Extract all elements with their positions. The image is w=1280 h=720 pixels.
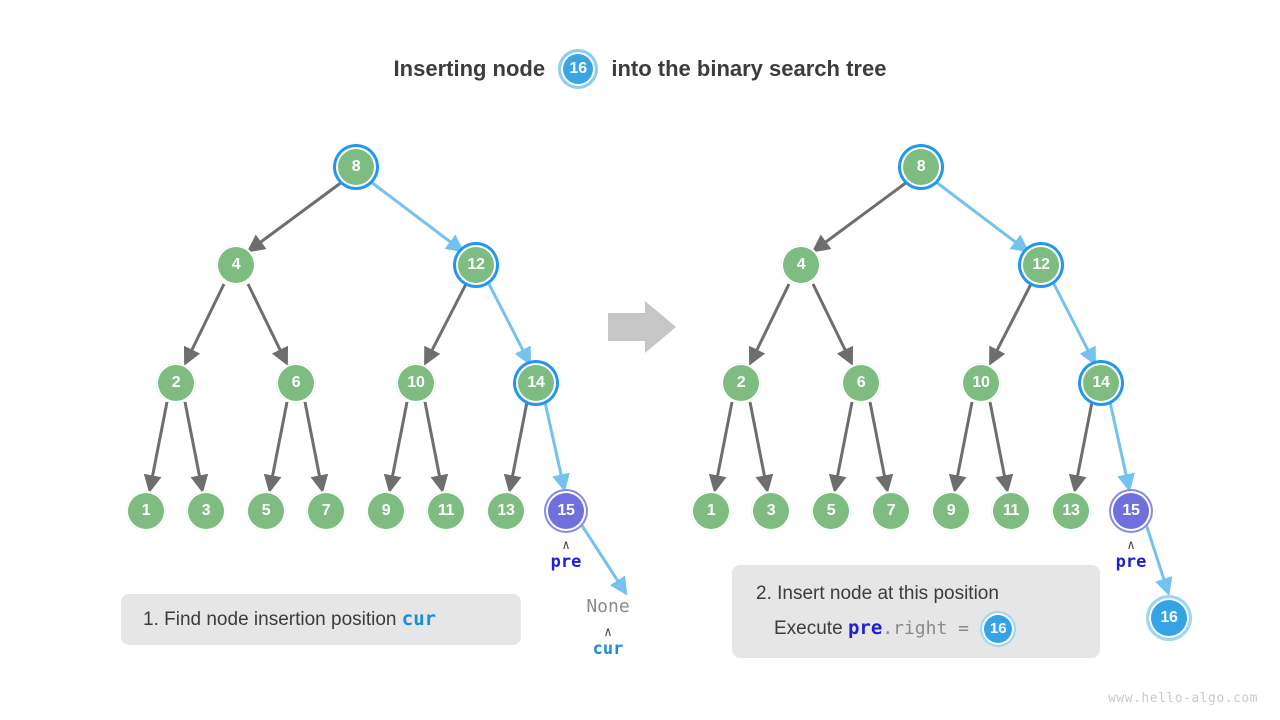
caption-step2-line1: 2. Insert node at this position — [756, 583, 999, 604]
caption-node-badge: 16 — [982, 613, 1015, 645]
tree-node[interactable]: 4 — [781, 245, 821, 285]
tree-node-pre[interactable]: 15 — [1111, 491, 1151, 531]
caption-step1-keyword: cur — [401, 608, 437, 630]
caret-icon: ∧ — [604, 625, 612, 640]
tree-node-inserted[interactable]: 16 — [1149, 598, 1189, 638]
page-title: Inserting node 16 into the binary search… — [0, 52, 1280, 86]
title-text-after: into the binary search tree — [611, 56, 887, 81]
tree-node[interactable]: 10 — [961, 363, 1001, 403]
caption-pre-keyword: pre — [847, 617, 883, 640]
tree-node[interactable]: 2 — [156, 363, 196, 403]
tree-node[interactable]: 4 — [216, 245, 256, 285]
tree-node[interactable]: 9 — [931, 491, 971, 531]
caption-step1-text: 1. Find node insertion position — [143, 609, 397, 630]
none-label: None — [586, 596, 630, 617]
tree-node[interactable]: 10 — [396, 363, 436, 403]
tree-node[interactable]: 5 — [811, 491, 851, 531]
tree-node[interactable]: 8 — [901, 147, 941, 187]
title-text-before: Inserting node — [393, 56, 546, 81]
caption-step2-line2: Execute pre.right = 16 — [756, 613, 1076, 645]
title-node-badge: 16 — [561, 52, 596, 86]
tree-node[interactable]: 7 — [871, 491, 911, 531]
tree-node[interactable]: 5 — [246, 491, 286, 531]
pointer-label-pre: ∧ pre — [1115, 538, 1147, 572]
tree-node[interactable]: 12 — [456, 245, 496, 285]
tree-node[interactable]: 14 — [1081, 363, 1121, 403]
pointer-name: pre — [550, 552, 582, 572]
tree-node[interactable]: 7 — [306, 491, 346, 531]
tree-node[interactable]: 13 — [1051, 491, 1091, 531]
tree-node-pre[interactable]: 15 — [546, 491, 586, 531]
watermark: www.hello-algo.com — [1108, 691, 1258, 706]
tree-node[interactable]: 13 — [486, 491, 526, 531]
caret-icon: ∧ — [1127, 538, 1135, 553]
pointer-name: pre — [1115, 552, 1147, 572]
pointer-label-pre: ∧ pre — [550, 538, 582, 572]
caption-execute-text: Execute — [774, 618, 843, 640]
tree-node[interactable]: 12 — [1021, 245, 1061, 285]
caret-icon: ∧ — [562, 538, 570, 553]
caption-code-text: .right = — [882, 618, 969, 640]
pointer-label-cur: ∧ cur — [592, 625, 624, 659]
tree-node[interactable]: 6 — [841, 363, 881, 403]
tree-node[interactable]: 2 — [721, 363, 761, 403]
pointer-name: cur — [592, 639, 624, 659]
tree-node[interactable]: 1 — [691, 491, 731, 531]
tree-node[interactable]: 14 — [516, 363, 556, 403]
tree-node[interactable]: 6 — [276, 363, 316, 403]
tree-node[interactable]: 11 — [991, 491, 1031, 531]
tree-node[interactable]: 8 — [336, 147, 376, 187]
tree-node[interactable]: 11 — [426, 491, 466, 531]
tree-node[interactable]: 3 — [751, 491, 791, 531]
tree-node[interactable]: 9 — [366, 491, 406, 531]
tree-node[interactable]: 1 — [126, 491, 166, 531]
caption-box-step2: 2. Insert node at this position Execute … — [732, 565, 1100, 658]
tree-node[interactable]: 3 — [186, 491, 226, 531]
caption-box-step1: 1. Find node insertion position cur — [121, 594, 521, 645]
